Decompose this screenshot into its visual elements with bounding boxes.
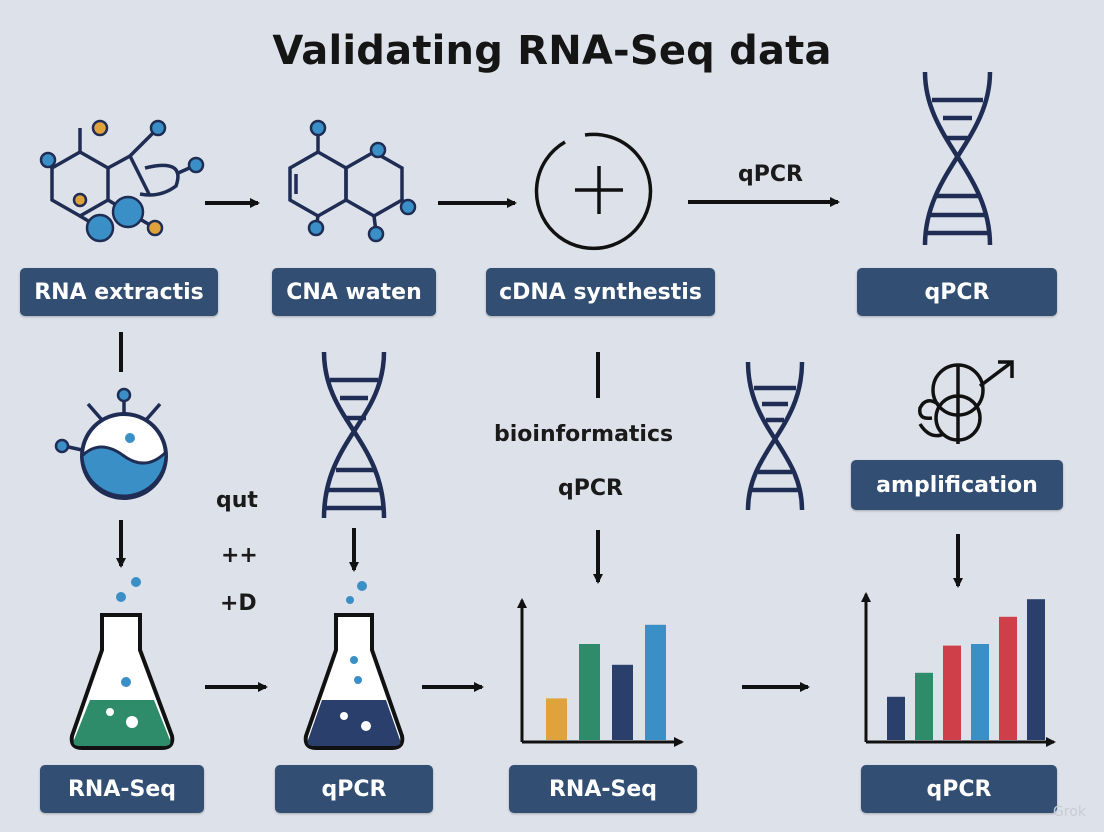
- circle-plus-icon: [534, 132, 653, 251]
- chart-2-bar-6: [1027, 599, 1045, 740]
- dna-helix-icon: [321, 351, 387, 519]
- dna-helix-icon: [922, 71, 993, 246]
- chart-2-axes: [861, 592, 1056, 747]
- label-rnaseq-mid: RNA-Seq: [509, 765, 697, 813]
- plus-plus-text: ++: [221, 543, 258, 568]
- chart-1-bar-1: [546, 698, 567, 740]
- cell-icon: [54, 387, 168, 500]
- chart-2-bar-4: [971, 644, 989, 740]
- flask-icon: [69, 577, 175, 750]
- qpcr-under-bioinformatics: qPCR: [558, 476, 623, 501]
- label-qpcr-bottom: qPCR: [861, 765, 1057, 813]
- chart-2-bar-3: [943, 645, 961, 740]
- chart-1-bar-2: [579, 644, 600, 740]
- label-rnaseq-left: RNA-Seq: [40, 765, 204, 813]
- label-cna-waten: CNA waten: [272, 268, 436, 316]
- chart-1-bar-4: [645, 624, 666, 740]
- chart-1-bars: [546, 624, 666, 740]
- label-qpcr-top: qPCR: [857, 268, 1057, 316]
- bioinformatics-text: bioinformatics: [494, 422, 674, 447]
- chart-2-bar-2: [915, 672, 933, 740]
- gene-symbol-icon: [918, 360, 1014, 444]
- chart-2-bars: [887, 599, 1045, 740]
- plus-d-text: +D: [220, 591, 257, 616]
- label-qpcr-mid: qPCR: [275, 765, 433, 813]
- dna-helix-icon: [745, 361, 805, 511]
- page-title: Validating RNA-Seq data: [272, 28, 832, 74]
- label-amplification: amplification: [851, 460, 1063, 510]
- chart-1-axes: [517, 598, 684, 747]
- hexagon-molecule-icon: [288, 130, 410, 233]
- label-rna-extraction: RNA extractis: [20, 268, 218, 316]
- chart-1-bar-3: [612, 664, 633, 740]
- chart-2-bar-5: [999, 616, 1017, 740]
- label-cdna-synthesis: cDNA synthestis: [486, 268, 715, 316]
- flask-icon: [303, 581, 405, 750]
- qut-text: qut: [216, 488, 258, 513]
- arrow-label-qpcr: qPCR: [738, 162, 803, 187]
- watermark: Grok: [1053, 804, 1086, 820]
- chart-2-bar-1: [887, 696, 905, 740]
